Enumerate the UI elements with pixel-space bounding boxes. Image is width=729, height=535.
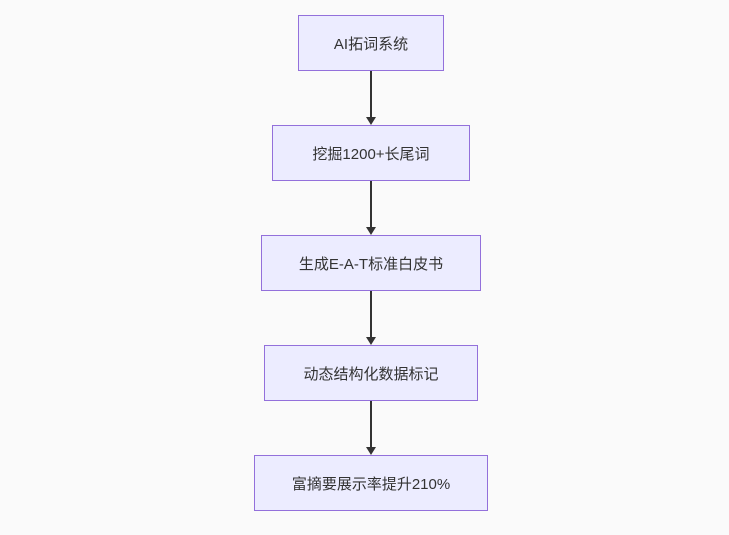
arrow-line [370, 401, 372, 447]
arrow-line [370, 181, 372, 227]
arrow-head-icon [366, 117, 376, 125]
arrow-head-icon [366, 227, 376, 235]
arrow-head-icon [366, 447, 376, 455]
arrow-down-icon [366, 291, 376, 345]
node-label: 生成E-A-T标准白皮书 [298, 255, 444, 273]
arrow-down-icon [366, 181, 376, 235]
node-label: 富摘要展示率提升210% [291, 475, 451, 493]
node-structured-data-markup: 动态结构化数据标记 [264, 345, 478, 401]
arrow-line [370, 291, 372, 337]
arrow-line [370, 71, 372, 117]
node-rich-snippet-result: 富摘要展示率提升210% [254, 455, 488, 511]
node-eat-whitepaper: 生成E-A-T标准白皮书 [261, 235, 481, 291]
node-label: 动态结构化数据标记 [303, 365, 439, 383]
node-label: AI拓词系统 [333, 35, 409, 53]
arrow-head-icon [366, 337, 376, 345]
node-ai-keyword-system: AI拓词系统 [298, 15, 444, 71]
node-label: 挖掘1200+长尾词 [312, 145, 430, 163]
arrow-down-icon [366, 71, 376, 125]
arrow-down-icon [366, 401, 376, 455]
node-longtail-mining: 挖掘1200+长尾词 [272, 125, 470, 181]
